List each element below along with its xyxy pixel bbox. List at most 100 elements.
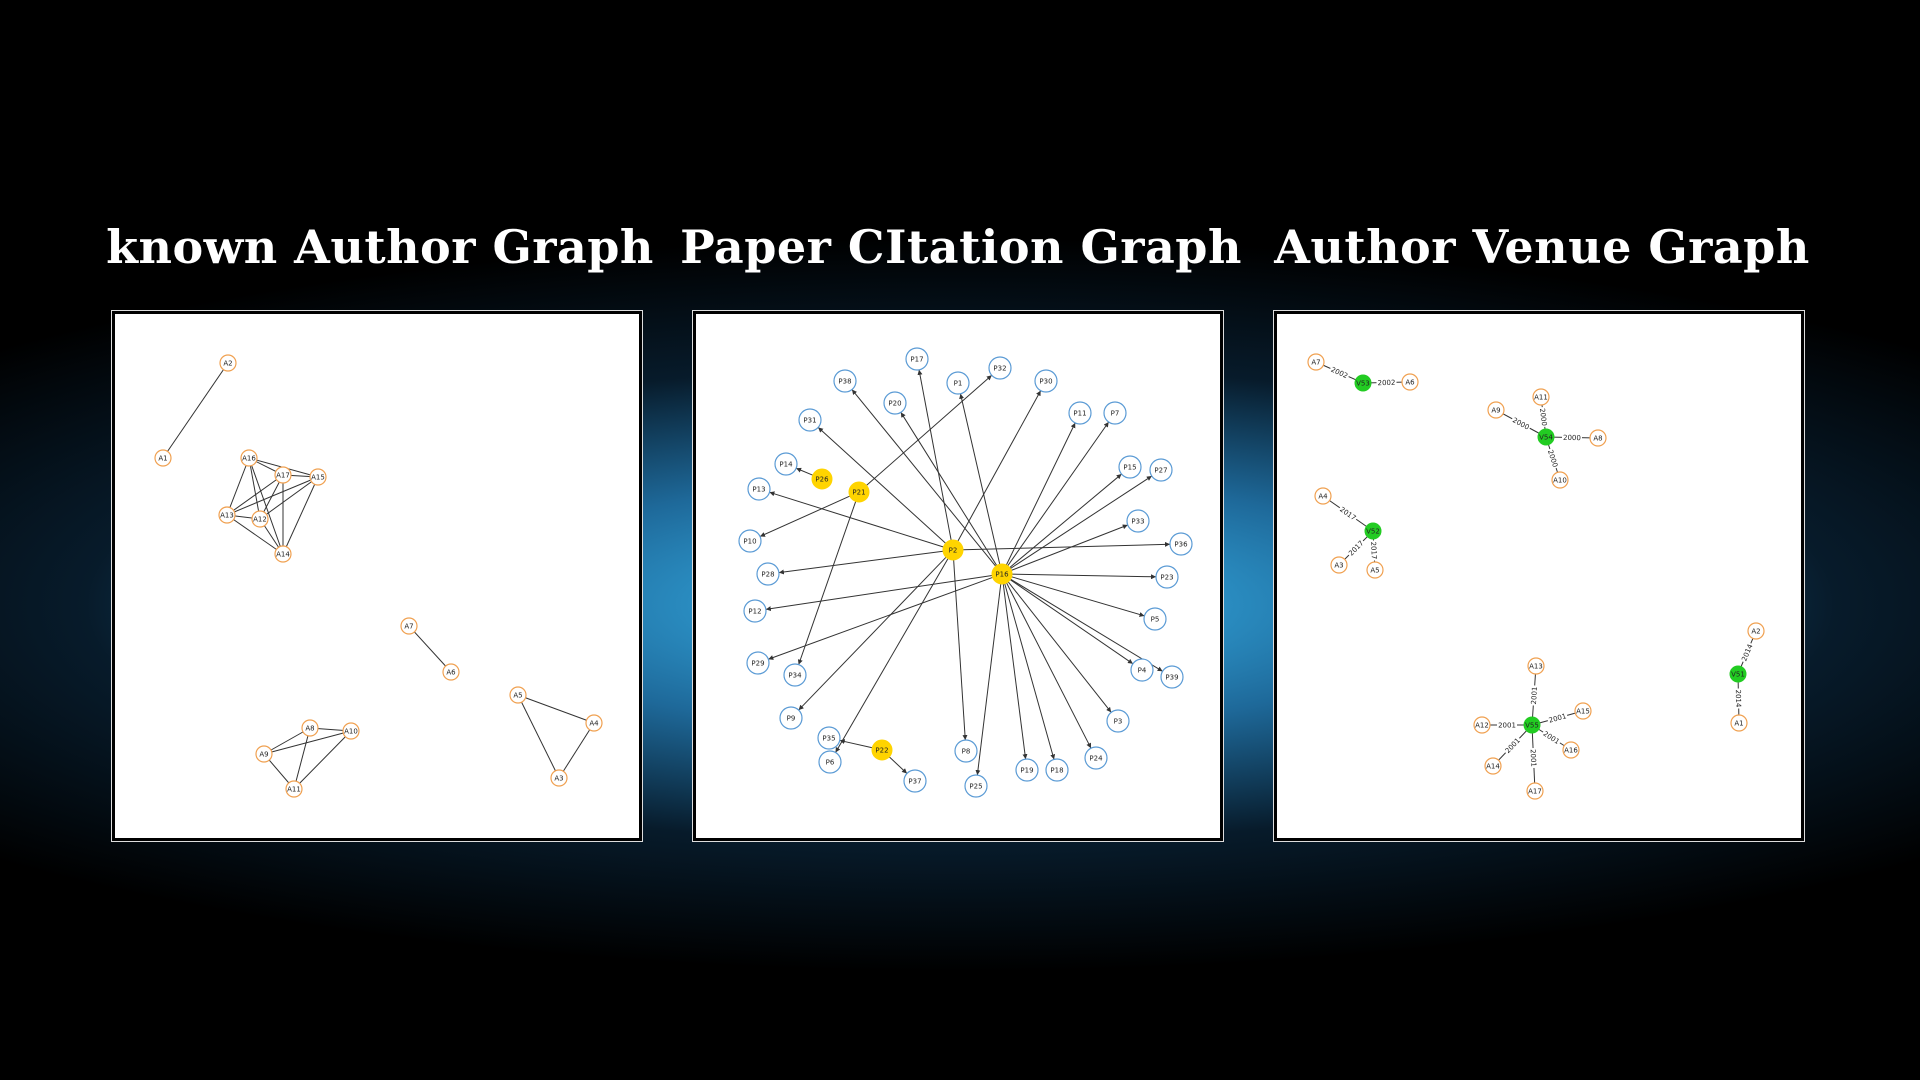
citation-edge <box>798 556 947 711</box>
edge-label-background <box>1501 734 1523 756</box>
paper-node-label: P20 <box>888 400 901 408</box>
paper-node-label: P37 <box>908 778 921 786</box>
venue-author-label: A17 <box>1528 788 1542 796</box>
author-edge <box>226 476 319 516</box>
citation-edge <box>1009 473 1122 568</box>
edge-label-background <box>1510 414 1533 432</box>
paper-node-label: P16 <box>995 571 1009 579</box>
author-edge <box>558 722 595 779</box>
venue-node-v52 <box>1364 522 1382 540</box>
edge-label-background <box>1376 377 1397 387</box>
paper-node-p27 <box>1149 458 1173 482</box>
author-edge <box>408 625 452 673</box>
author-node-a9 <box>255 745 273 763</box>
paper-node-p24 <box>1084 746 1108 770</box>
venue-author-node-a16 <box>1562 741 1580 759</box>
paper-node-p5 <box>1143 607 1167 631</box>
author-edge <box>517 694 560 779</box>
paper-node-label: P38 <box>838 378 851 386</box>
paper-node-label: P17 <box>910 356 923 364</box>
paper-node-label: P8 <box>962 748 971 756</box>
paper-node-label: P14 <box>779 461 793 469</box>
citation-edge <box>959 393 1001 565</box>
author-edge <box>282 476 319 555</box>
venue-author-node-a2 <box>1747 622 1765 640</box>
author-edge <box>226 474 284 516</box>
paper-node-p39 <box>1160 665 1184 689</box>
edge-year-label: 2002 <box>1330 366 1350 381</box>
citation-edge <box>957 390 1042 542</box>
paper-node-p19 <box>1015 758 1039 782</box>
paper-node-label: P36 <box>1174 541 1188 549</box>
venue-author-node-a4 <box>1314 487 1332 505</box>
paper-node-p4 <box>1130 658 1154 682</box>
paper-node-label: P10 <box>743 538 756 546</box>
paper-node-label: P22 <box>875 747 888 755</box>
paper-node-p9 <box>779 706 803 730</box>
paper-node-p22 <box>871 739 893 761</box>
edge-year-label: 2014 <box>1734 690 1742 709</box>
venue-node-label: V54 <box>1539 434 1553 442</box>
citation-edge <box>817 427 946 544</box>
venue-author-node-a10 <box>1551 471 1569 489</box>
paper-node-label: P34 <box>788 672 802 680</box>
author-node-a5 <box>509 686 527 704</box>
author-node-a10 <box>342 722 360 740</box>
author-edge <box>263 730 352 755</box>
paper-node-label: P15 <box>1123 464 1136 472</box>
author-edge <box>248 457 261 520</box>
citation-edge <box>1002 583 1028 760</box>
edge-label-background <box>1529 747 1539 769</box>
paper-node-label: P31 <box>803 417 816 425</box>
paper-node-label: P35 <box>822 735 835 743</box>
edge-label-background <box>1540 727 1563 747</box>
paper-node-p12 <box>743 599 767 623</box>
paper-node-label: P39 <box>1165 674 1178 682</box>
citation-edge <box>1005 422 1076 566</box>
citation-edge <box>1007 581 1112 713</box>
venue-author-label: A11 <box>1534 394 1548 402</box>
edge-year-label: 2000 <box>1511 416 1530 432</box>
paper-node-label: P19 <box>1020 767 1033 775</box>
venue-author-label: A10 <box>1553 477 1567 485</box>
author-edge <box>293 730 352 790</box>
venue-node-label: V55 <box>1525 722 1539 730</box>
paper-node-p6 <box>818 750 842 774</box>
citation-edge <box>1009 579 1134 665</box>
paper-node-p3 <box>1106 709 1130 733</box>
paper-node-p20 <box>883 391 907 415</box>
author-node-a2 <box>219 354 237 372</box>
venue-author-label: A16 <box>1564 747 1578 755</box>
citation-edge <box>768 576 993 660</box>
edge-label-background <box>1561 432 1583 442</box>
edge-label-background <box>1538 406 1550 428</box>
citation-edge <box>1010 578 1163 672</box>
citation-edge <box>953 559 968 741</box>
paper-node-label: P26 <box>815 476 829 484</box>
venue-node-v55 <box>1523 716 1541 734</box>
edge-label-background <box>1738 641 1755 664</box>
edge-year-label: 2001 <box>1529 749 1538 767</box>
paper-node-p10 <box>738 529 762 553</box>
venue-author-node-a14 <box>1484 757 1502 775</box>
edge-label-background <box>1497 720 1517 729</box>
author-graph-diagram: A1A2A3A4A5A6A7A8A9A10A11A12A13A14A15A16A… <box>154 354 603 798</box>
venue-author-node-a17 <box>1526 782 1544 800</box>
citation-edge <box>797 501 857 665</box>
author-node-a1 <box>154 449 172 467</box>
venue-author-label: A4 <box>1318 493 1328 501</box>
venue-author-label: A2 <box>1751 628 1760 636</box>
venue-author-label: A8 <box>1593 435 1602 443</box>
author-edge <box>293 727 311 790</box>
venue-graph-title: Author Venue Graph <box>1274 220 1810 274</box>
venue-node-label: V52 <box>1366 528 1380 536</box>
edge-year-label: 2001 <box>1530 686 1539 704</box>
venue-node-label: V51 <box>1731 671 1745 679</box>
citation-edge <box>1011 524 1128 571</box>
paper-node-p37 <box>903 769 927 793</box>
paper-node-p28 <box>756 562 780 586</box>
edge-label-background <box>1546 447 1561 470</box>
venue-author-node-a13 <box>1527 657 1545 675</box>
